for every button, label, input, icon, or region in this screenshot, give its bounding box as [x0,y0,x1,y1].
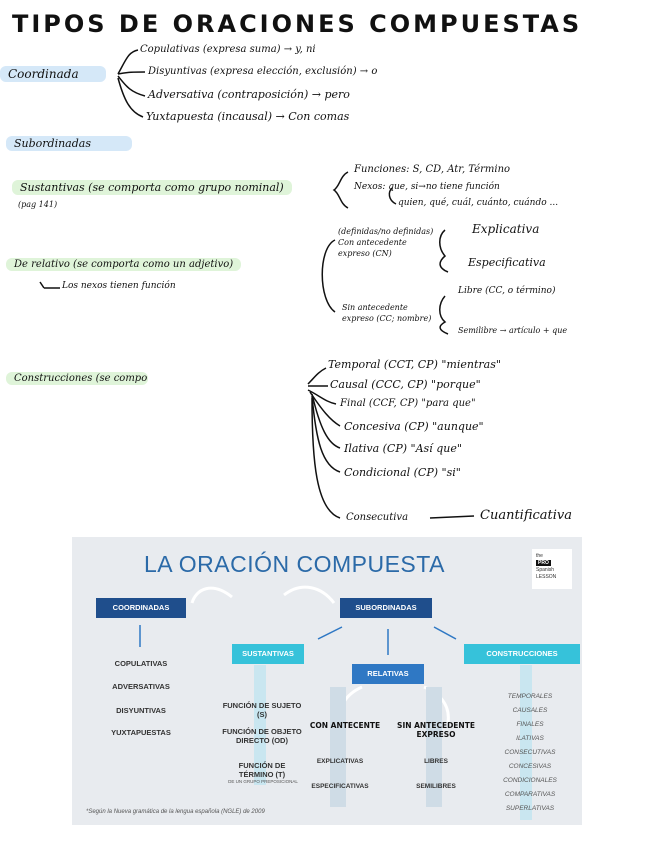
coord-item-1: Copulativas (expresa suma) → y, ni [140,44,316,55]
constr-info-item-5: CONSECUTIVAS [504,749,556,756]
logo-line-2-text: PRO [536,560,551,566]
coord-info-item-3: DISYUNTIVAS [116,706,166,715]
constr-item-ilativa: Ilativa (CP) "Así que" [344,442,462,455]
construcciones-column [520,665,532,820]
relativo-explicativa: Explicativa [472,222,540,236]
bracket-lines [39,49,475,519]
sust-info-item-1: FUNCIÓN DE SUJETO (S) [222,701,302,719]
coord-item-3: Adversativa (contraposición) → pero [148,88,350,101]
sust-info-note: DE UN GRUPO PREPOSICIONAL [228,779,298,784]
constr-info-item-9: SUPERLATIVAS [505,805,555,812]
relativo-especificativa: Especificativa [468,256,546,269]
relativas-box: RELATIVAS [352,664,424,684]
con-info-item-2: ESPECIFICATIVAS [311,783,369,790]
sustantivas-label: Sustantivas (se comporta como grupo nomi… [12,180,292,195]
relativo-libre: Libre (CC, o término) [458,286,556,296]
infographic-title: LA ORACIÓN COMPUESTA [144,551,445,577]
constr-info-item-6: CONCESIVAS [508,763,552,770]
infographic-footnote: *Según la Nueva gramática de la lengua e… [86,809,265,815]
constr-info-item-3: FINALES [516,721,544,728]
constr-info-item-1: TEMPORALES [507,693,553,700]
relativo-label: De relativo (se comporta como un adjetiv… [6,258,242,271]
sin-info-item-2: SEMILIBRES [416,783,456,790]
constr-info-item-7: CONDICIONALES [503,777,557,784]
con-antecedente-column [330,687,346,807]
constr-item-condicional: Condicional (CP) "si" [344,466,461,479]
subordinadas-label: Subordinadas [6,136,132,151]
constr-item-final: Final (CCF, CP) "para que" [340,398,476,409]
con-antecente-head: CON ANTECENTE [309,721,381,730]
logo-line-2: PRO [536,560,568,567]
relativo-semilibre: Semilibre → artículo + que [458,326,568,335]
sust-info-item-2: FUNCIÓN DE OBJETO DIRECTO (OD) [222,727,302,745]
coord-info-item-2: ADVERSATIVAS [112,682,170,691]
logo-line-4: LESSON [536,574,557,580]
constr-info-item-4: ILATIVAS [516,735,544,742]
page-title: TIPOS DE ORACIONES COMPUESTAS [12,10,583,38]
construcciones-label-text: Construcciones (se comporta como un comp… [14,373,148,384]
sust-info-item-3: FUNCIÓN DE TÉRMINO (T) [238,761,286,779]
sustantivas-note: (pag 141) [18,200,58,209]
constr-item-causal: Causal (CCC, CP) "porque" [330,378,481,391]
sin-antecedente-column [426,687,442,807]
sustantivas-funciones: Funciones: S, CD, Atr, Término [354,164,511,175]
sustantivas-column [254,665,266,785]
coord-info-item-4: YUXTAPUESTAS [111,728,171,737]
construcciones-label: Construcciones (se comporta como un comp… [6,372,148,385]
sustantivas-box: SUSTANTIVAS [232,644,304,664]
sustantivas-nexos-2: quien, qué, cuál, cuánto, cuándo ... [398,198,559,208]
sin-info-item-1: LIBRES [424,758,448,765]
constr-info-item-8: COMPARATIVAS [504,791,556,798]
infographic: LA ORACIÓN COMPUESTA the PRO Spanish LES… [72,537,582,825]
subordinadas-box: SUBORDINADAS [340,598,432,618]
constr-cuantificativa: Cuantificativa [480,508,573,523]
logo-line-1: the [536,553,543,559]
logo: the PRO Spanish LESSON [532,549,572,589]
constr-item-consecutiva: Consecutiva [346,512,409,523]
coord-item-2: Disyuntivas (expresa elección, exclusión… [148,66,378,77]
relativo-sin-antecedente: Sin antecedente expreso (CC; nombre) [342,303,432,323]
relativo-note: Los nexos tienen función [62,281,176,291]
coordinadas-box: COORDINADAS [96,598,186,618]
sin-antecedente-head: SIN ANTECEDENTE EXPRESO [397,721,475,739]
constr-info-item-2: CAUSALES [512,707,548,714]
constr-item-concesiva: Concesiva (CP) "aunque" [344,420,484,433]
coordinada-label: Coordinada [0,66,106,82]
construcciones-box: CONSTRUCCIONES [464,644,580,664]
relativo-con-antecedente: (definidas/no definidas) Con antecedente… [338,227,434,258]
logo-line-3: Spanish [536,567,555,573]
constr-item-temporal: Temporal (CCT, CP) "mientras" [328,358,501,371]
con-info-item-1: EXPLICATIVAS [316,758,364,765]
sustantivas-nexos: Nexos: que, si→no tiene función [354,182,500,192]
coord-item-4: Yuxtapuesta (incausal) → Con comas [146,110,350,123]
coord-info-item-1: COPULATIVAS [114,659,168,668]
